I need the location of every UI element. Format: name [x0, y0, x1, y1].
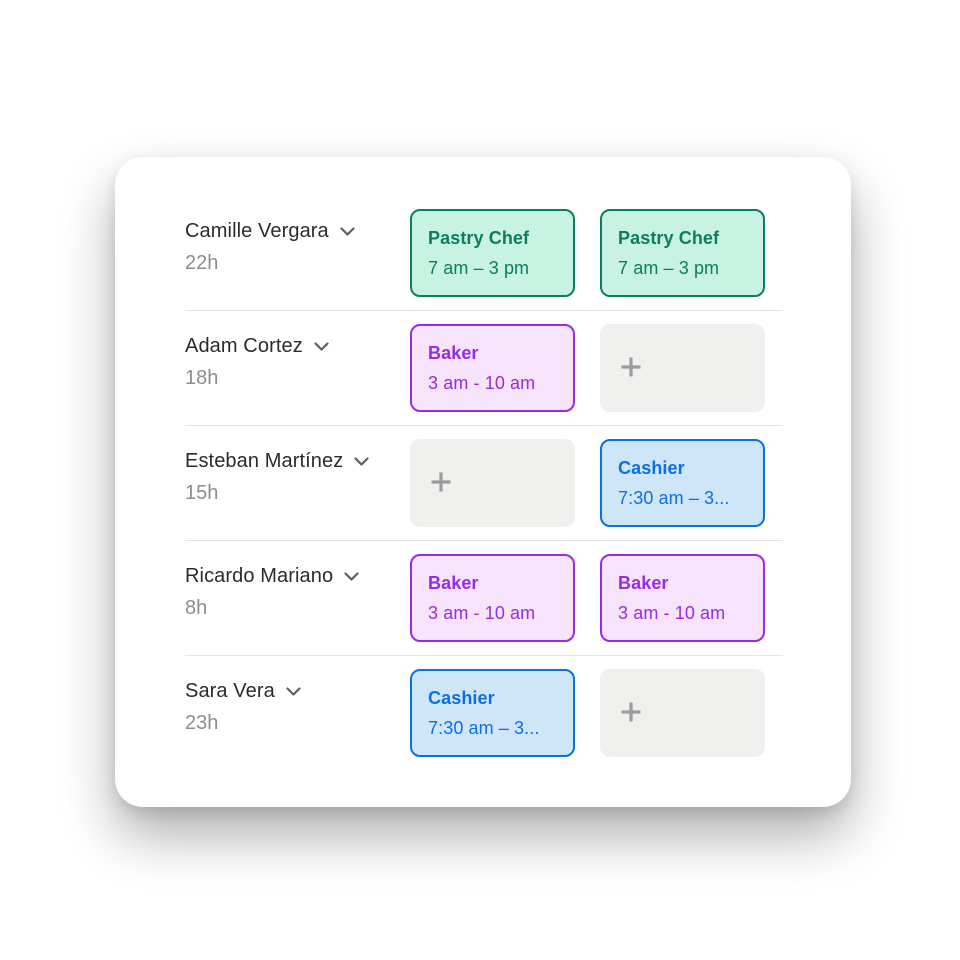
shift-role-label: Baker	[428, 572, 479, 593]
add-shift-button[interactable]	[600, 669, 765, 757]
employee-dropdown[interactable]: Sara Vera	[185, 678, 301, 704]
chevron-down-icon	[314, 342, 329, 352]
plus-icon	[619, 355, 643, 382]
shift-time-label: 3 am - 10 am	[428, 602, 536, 623]
employee-cell: Sara Vera 23h	[185, 669, 385, 757]
chevron-down-icon	[344, 572, 359, 582]
shift-role-label: Cashier	[618, 457, 685, 478]
plus-icon	[429, 470, 453, 497]
shift-card[interactable]: Baker 3 am - 10 am	[410, 324, 575, 412]
shift-role-label: Baker	[618, 572, 669, 593]
employee-dropdown[interactable]: Ricardo Mariano	[185, 563, 359, 589]
schedule-row: Esteban Martínez 15h Cashier 7:30 am – 3…	[185, 425, 783, 540]
employee-name: Ricardo Mariano	[185, 565, 334, 587]
employee-name: Sara Vera	[185, 680, 275, 702]
schedule-rows: Camille Vergara 22h Pastry Chef 7 am – 3…	[185, 196, 783, 770]
employee-hours: 15h	[185, 482, 219, 504]
employee-hours: 8h	[185, 597, 208, 619]
shift-card[interactable]: Pastry Chef 7 am – 3 pm	[410, 209, 575, 297]
schedule-row: Sara Vera 23h Cashier 7:30 am – 3...	[185, 655, 783, 770]
employee-cell: Ricardo Mariano 8h	[185, 554, 385, 642]
shift-role-label: Pastry Chef	[428, 227, 530, 248]
schedule-row: Ricardo Mariano 8h Baker 3 am - 10 am Ba…	[185, 540, 783, 655]
employee-dropdown[interactable]: Camille Vergara	[185, 218, 355, 244]
shift-time-label: 3 am - 10 am	[618, 602, 726, 623]
shift-role-label: Baker	[428, 342, 479, 363]
shift-card[interactable]: Cashier 7:30 am – 3...	[600, 439, 765, 527]
shift-time-label: 7:30 am – 3...	[428, 717, 540, 738]
shift-time-label: 7 am – 3 pm	[618, 257, 720, 278]
shift-card[interactable]: Cashier 7:30 am – 3...	[410, 669, 575, 757]
employee-name: Adam Cortez	[185, 335, 303, 357]
employee-dropdown[interactable]: Esteban Martínez	[185, 448, 369, 474]
employee-cell: Camille Vergara 22h	[185, 209, 385, 297]
employee-hours: 23h	[185, 712, 219, 734]
shift-time-label: 7 am – 3 pm	[428, 257, 530, 278]
shift-role-label: Pastry Chef	[618, 227, 720, 248]
add-shift-button[interactable]	[600, 324, 765, 412]
employee-cell: Esteban Martínez 15h	[185, 439, 385, 527]
shift-time-label: 7:30 am – 3...	[618, 487, 730, 508]
employee-name: Camille Vergara	[185, 220, 329, 242]
chevron-down-icon	[354, 457, 369, 467]
shift-card[interactable]: Baker 3 am - 10 am	[410, 554, 575, 642]
shift-card[interactable]: Baker 3 am - 10 am	[600, 554, 765, 642]
schedule-row: Adam Cortez 18h Baker 3 am - 10 am	[185, 310, 783, 425]
employee-hours: 18h	[185, 367, 219, 389]
schedule-panel: Camille Vergara 22h Pastry Chef 7 am – 3…	[115, 157, 851, 807]
shift-role-label: Cashier	[428, 687, 495, 708]
add-shift-button[interactable]	[410, 439, 575, 527]
employee-hours: 22h	[185, 252, 219, 274]
employee-name: Esteban Martínez	[185, 450, 344, 472]
chevron-down-icon	[340, 227, 355, 237]
schedule-row: Camille Vergara 22h Pastry Chef 7 am – 3…	[185, 196, 783, 310]
shift-card[interactable]: Pastry Chef 7 am – 3 pm	[600, 209, 765, 297]
employee-cell: Adam Cortez 18h	[185, 324, 385, 412]
shift-time-label: 3 am - 10 am	[428, 372, 536, 393]
plus-icon	[619, 700, 643, 727]
employee-dropdown[interactable]: Adam Cortez	[185, 333, 329, 359]
chevron-down-icon	[286, 687, 301, 697]
